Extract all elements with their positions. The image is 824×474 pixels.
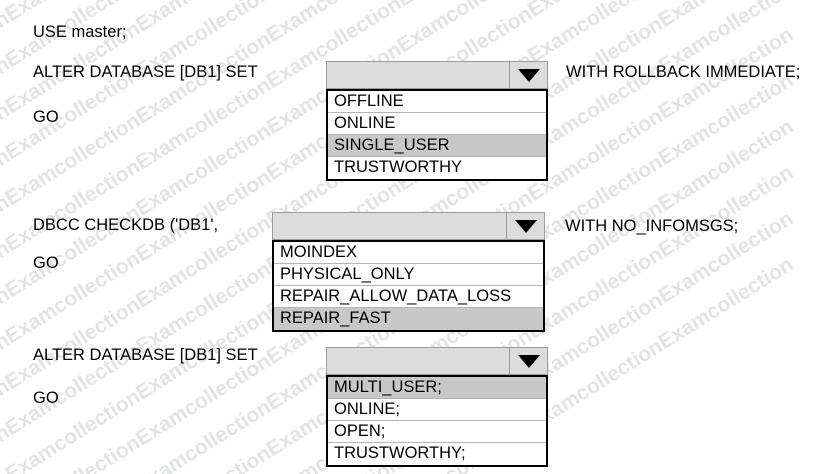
- code-line-dbcc-checkdb: DBCC CHECKDB ('DB1',: [33, 216, 219, 234]
- dropdown-3-list[interactable]: MULTI_USER; ONLINE; OPEN; TRUSTWORTHY;: [326, 375, 548, 467]
- chevron-down-icon[interactable]: [509, 348, 547, 374]
- dropdown-2-combobox[interactable]: [272, 212, 545, 240]
- code-line-go-3: GO: [33, 389, 59, 407]
- code-line-with-rollback-immediate: WITH ROLLBACK IMMEDIATE;: [566, 63, 801, 81]
- dropdown-1-combobox[interactable]: [326, 61, 548, 89]
- chevron-down-icon[interactable]: [506, 213, 544, 239]
- dropdown-1-selected-value: [327, 62, 509, 88]
- list-item[interactable]: OPEN;: [328, 421, 546, 443]
- list-item[interactable]: PHYSICAL_ONLY: [274, 264, 543, 286]
- code-line-with-no-infomsgs: WITH NO_INFOMSGS;: [565, 217, 739, 235]
- chevron-down-icon[interactable]: [509, 62, 547, 88]
- code-line-go-2: GO: [33, 254, 59, 272]
- dropdown-2-list[interactable]: MOINDEX PHYSICAL_ONLY REPAIR_ALLOW_DATA_…: [272, 240, 545, 332]
- list-item[interactable]: MULTI_USER;: [328, 377, 546, 399]
- list-item[interactable]: MOINDEX: [274, 242, 543, 264]
- list-item[interactable]: REPAIR_ALLOW_DATA_LOSS: [274, 286, 543, 308]
- dropdown-3-selected-value: [327, 348, 509, 374]
- dropdown-2-selected-value: [273, 213, 506, 239]
- list-item[interactable]: OFFLINE: [328, 91, 546, 113]
- list-item[interactable]: SINGLE_USER: [328, 135, 546, 157]
- code-line-alter-database-2: ALTER DATABASE [DB1] SET: [33, 346, 258, 364]
- code-line-go-1: GO: [33, 108, 59, 126]
- list-item[interactable]: TRUSTWORTHY: [328, 157, 546, 179]
- list-item[interactable]: TRUSTWORTHY;: [328, 443, 546, 465]
- dropdown-1-list[interactable]: OFFLINE ONLINE SINGLE_USER TRUSTWORTHY: [326, 89, 548, 181]
- dropdown-3-combobox[interactable]: [326, 347, 548, 375]
- code-line-use-master: USE master;: [33, 23, 127, 41]
- list-item[interactable]: REPAIR_FAST: [274, 308, 543, 330]
- list-item[interactable]: ONLINE: [328, 113, 546, 135]
- code-line-alter-database-1: ALTER DATABASE [DB1] SET: [33, 63, 258, 81]
- list-item[interactable]: ONLINE;: [328, 399, 546, 421]
